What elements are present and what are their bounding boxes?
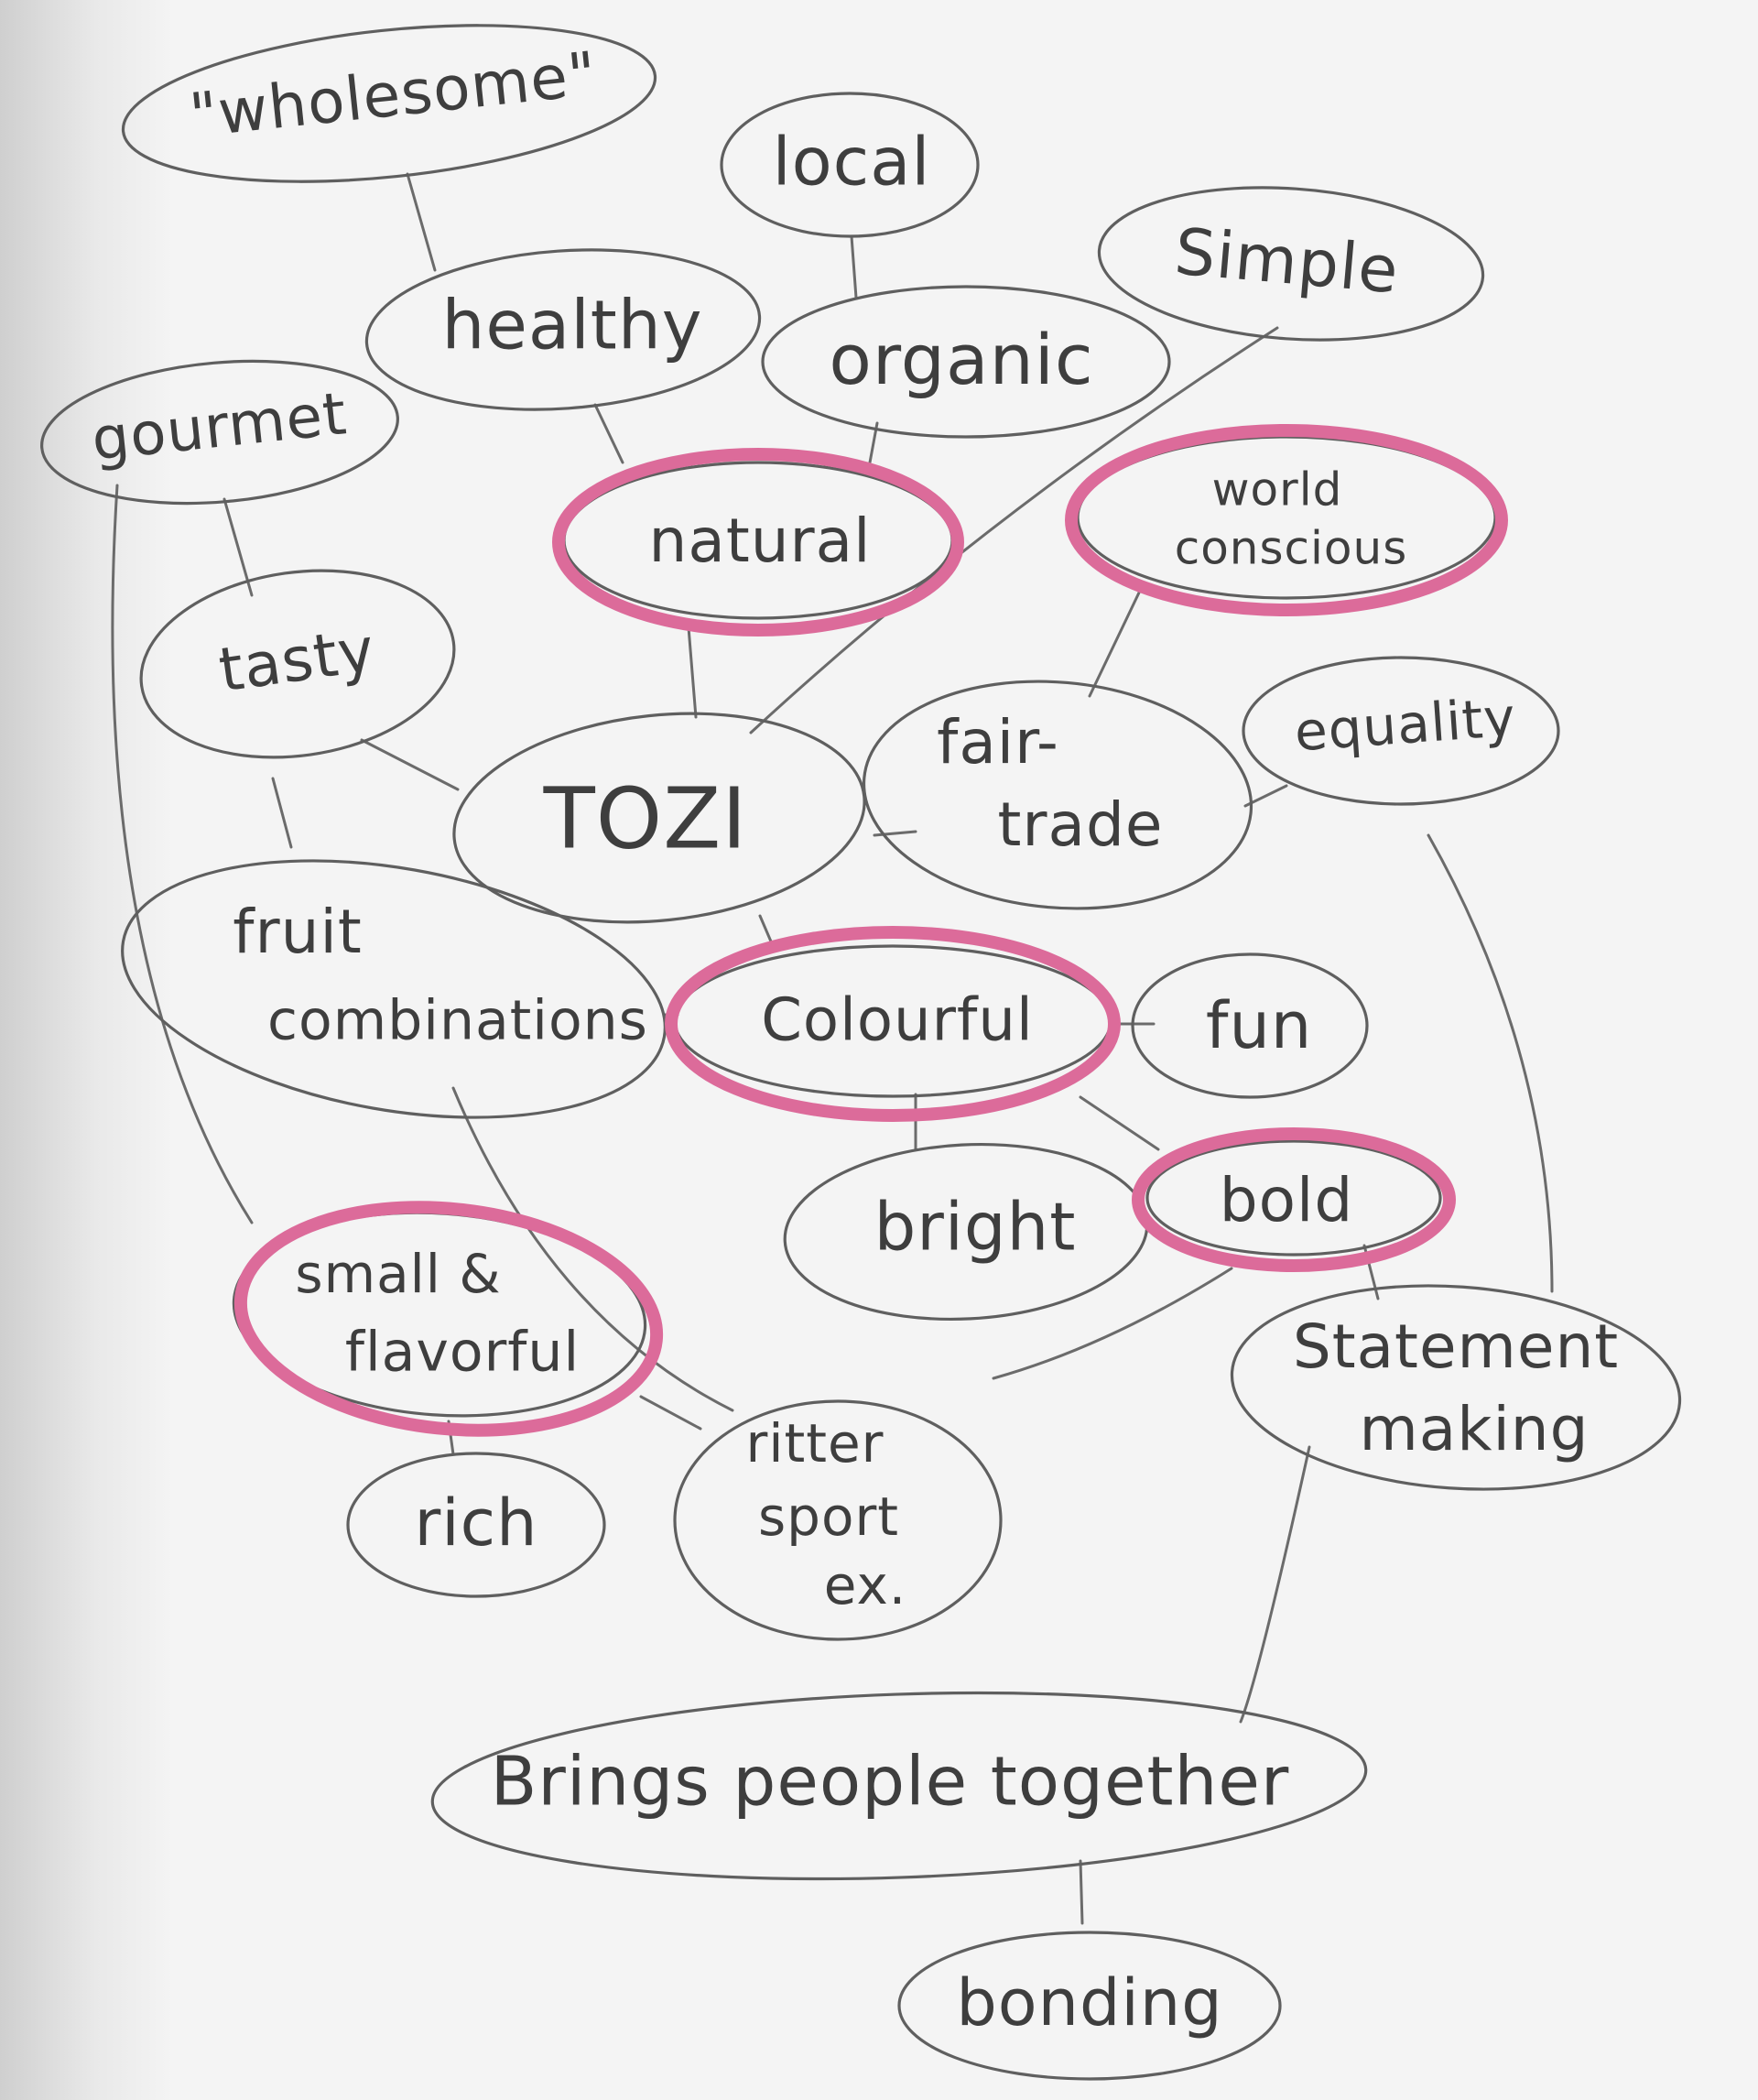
bubble-statement-making bbox=[1230, 1284, 1682, 1491]
label-ex: ex. bbox=[824, 1554, 906, 1616]
edge-simple-tozi bbox=[749, 326, 1279, 734]
bubble-organic bbox=[761, 285, 1171, 439]
label-fair: fair- bbox=[937, 707, 1059, 778]
edge-gourmet-smallflavorful bbox=[111, 484, 254, 1224]
highlight-colourful bbox=[665, 926, 1121, 1122]
label-gourmet: gourmet bbox=[89, 380, 351, 474]
label-simple: Simple bbox=[1172, 214, 1402, 309]
bubble-healthy bbox=[364, 248, 762, 411]
bubble-brings-people-together bbox=[430, 1691, 1368, 1881]
edge-smallflavorful-ritter bbox=[639, 1395, 702, 1431]
edge-worldconscious-fairtrade bbox=[1088, 589, 1142, 698]
label-bonding: bonding bbox=[956, 1965, 1222, 2040]
label-world: world bbox=[1212, 463, 1343, 517]
label-natural: natural bbox=[649, 506, 872, 576]
edge-local-organic bbox=[850, 234, 858, 299]
label-statement: Statement bbox=[1293, 1311, 1619, 1382]
bubble-fruit-combinations bbox=[121, 859, 667, 1119]
label-bold: bold bbox=[1220, 1165, 1354, 1235]
bubbles bbox=[40, 24, 1682, 2081]
edge-statement-brings bbox=[1239, 1445, 1311, 1724]
label-equality: equality bbox=[1293, 686, 1518, 764]
bubble-fair-trade bbox=[862, 680, 1253, 910]
label-fruit: fruit bbox=[233, 897, 362, 967]
label-tozi: TOZI bbox=[543, 769, 748, 867]
bubble-rich bbox=[346, 1452, 606, 1598]
label-ritter: ritter bbox=[746, 1412, 884, 1474]
edge-fruit-ritter bbox=[451, 1086, 734, 1412]
edge-brings-bonding bbox=[1079, 1859, 1084, 1925]
edge-bold-ritter bbox=[992, 1267, 1233, 1380]
label-local: local bbox=[773, 124, 931, 201]
label-flavorful: flavorful bbox=[345, 1321, 580, 1385]
bubble-bold bbox=[1145, 1139, 1442, 1257]
labels: "wholesome" local Simple healthy organic… bbox=[89, 38, 1619, 2040]
edge-natural-tozi bbox=[687, 626, 698, 719]
label-combinations: combinations bbox=[267, 989, 648, 1053]
bubble-ritter-sport bbox=[673, 1399, 1003, 1641]
edge-tasty-fruit bbox=[271, 777, 293, 849]
label-bright: bright bbox=[874, 1189, 1077, 1266]
bubble-equality bbox=[1242, 656, 1560, 806]
label-brings-people-together: Brings people together bbox=[491, 1743, 1290, 1822]
label-tasty: tasty bbox=[215, 615, 380, 706]
edge-wholesome-healthy bbox=[406, 172, 437, 272]
label-healthy: healthy bbox=[441, 287, 702, 365]
bubble-local bbox=[720, 92, 980, 238]
edge-colourful-bold bbox=[1079, 1095, 1160, 1151]
edge-tasty-tozi bbox=[360, 738, 460, 791]
highlights bbox=[233, 424, 1508, 1437]
highlight-world-conscious bbox=[1065, 424, 1508, 616]
bubble-wholesome bbox=[121, 24, 657, 183]
label-small: small & bbox=[295, 1243, 501, 1305]
edge-healthy-natural bbox=[593, 403, 624, 464]
label-conscious: conscious bbox=[1175, 522, 1408, 575]
highlight-natural bbox=[552, 448, 964, 637]
highlight-small-flavorful bbox=[233, 1201, 664, 1437]
edge-equality-statement bbox=[1427, 833, 1554, 1293]
bubble-bonding bbox=[897, 1931, 1282, 2081]
bubble-simple bbox=[1097, 186, 1485, 342]
label-fun: fun bbox=[1206, 988, 1312, 1063]
bubble-gourmet bbox=[40, 359, 399, 506]
edge-gourmet-tasty bbox=[222, 497, 254, 597]
label-trade: trade bbox=[998, 789, 1164, 860]
label-rich: rich bbox=[414, 1485, 537, 1561]
label-sport: sport bbox=[758, 1485, 899, 1548]
highlight-bold bbox=[1132, 1127, 1456, 1272]
bubble-fun bbox=[1131, 952, 1369, 1099]
edge-tozi-fairtrade bbox=[873, 830, 917, 837]
label-organic: organic bbox=[829, 319, 1093, 400]
bubble-tasty bbox=[139, 569, 456, 759]
label-colourful: Colourful bbox=[761, 987, 1034, 1055]
label-making: making bbox=[1359, 1394, 1589, 1464]
